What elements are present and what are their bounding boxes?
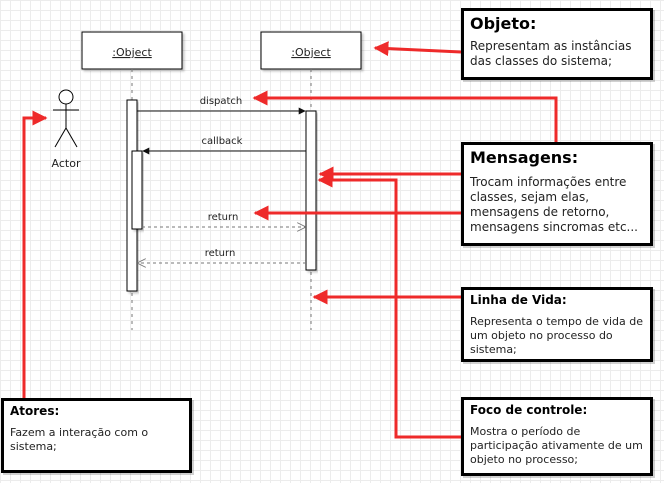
callout-arrow-mensagens-dispatch: [252, 90, 558, 145]
note-linha-de-vida: Linha de Vida: Representa o tempo de vid…: [461, 287, 653, 362]
actor-left-leg: [54, 127, 67, 148]
lifeline-object-1[interactable]: :Object: [81, 31, 183, 330]
actor-head: [58, 89, 74, 105]
note-linha-de-vida-title: Linha de Vida:: [470, 293, 567, 307]
object-label-2: :Object: [291, 46, 331, 59]
note-atores: Atores: Fazem a interação com o sistema;: [1, 398, 192, 473]
object-box-1[interactable]: [81, 31, 183, 70]
note-foco-de-controle: Foco de controle: Mostra o período de pa…: [461, 397, 653, 476]
note-objeto-body: Representam as instâncias das classes do…: [470, 39, 632, 68]
message-return-1-label: return: [208, 212, 239, 223]
note-objeto: Objeto: Representam as instâncias das cl…: [461, 8, 653, 80]
callout-arrow-atores: [22, 110, 48, 400]
note-foco-de-controle-title: Foco de controle:: [470, 403, 588, 417]
note-atores-title: Atores:: [10, 404, 60, 418]
note-mensagens-body: Trocam informações entre classes, sejam …: [470, 175, 638, 234]
note-objeto-title: Objeto:: [470, 14, 537, 33]
actor-right-leg: [65, 127, 78, 148]
activation-bar-nested[interactable]: [131, 150, 143, 230]
message-return-2-label: return: [205, 248, 236, 259]
message-callback-label: callback: [202, 136, 243, 147]
message-dispatch-label: dispatch: [200, 96, 243, 107]
actor-figure[interactable]: [53, 89, 79, 148]
callout-arrow-objeto: [373, 41, 462, 57]
object-label-1: :Object: [112, 46, 152, 59]
object-box-2[interactable]: [260, 31, 362, 70]
note-atores-body: Fazem a interação com o sistema;: [10, 426, 149, 453]
note-mensagens: Mensagens: Trocam informações entre clas…: [461, 142, 653, 246]
note-linha-de-vida-body: Representa o tempo de vida de um objeto …: [470, 315, 643, 356]
note-foco-de-controle-body: Mostra o período de participação ativame…: [470, 425, 643, 466]
actor-label: Actor: [52, 157, 81, 170]
activation-bar-2[interactable]: [305, 110, 317, 271]
note-mensagens-title: Mensagens:: [470, 148, 579, 167]
callout-arrow-foco-de-controle: [317, 172, 461, 439]
